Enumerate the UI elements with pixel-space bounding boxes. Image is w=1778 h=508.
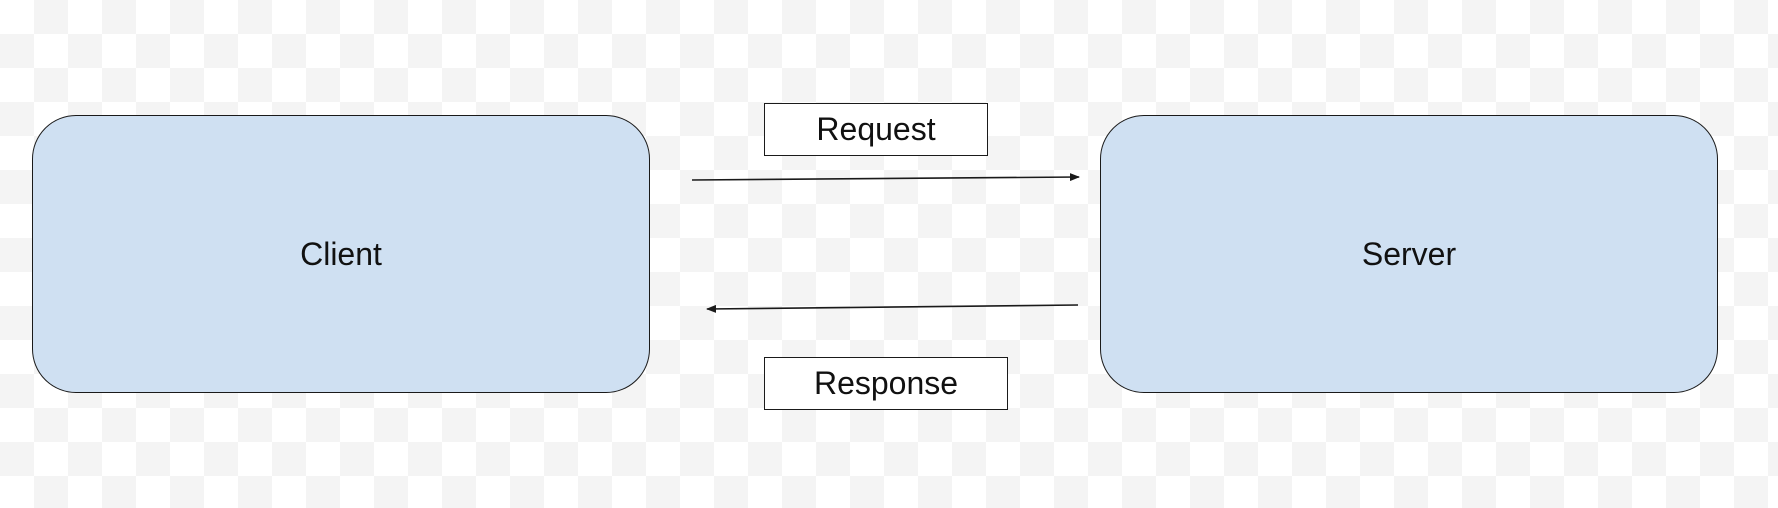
- server-node: Server: [1100, 115, 1718, 393]
- response-label-box: Response: [764, 357, 1008, 410]
- client-node: Client: [32, 115, 650, 393]
- response-label: Response: [813, 365, 959, 401]
- request-arrow: [691, 173, 1080, 182]
- request-label: Request: [816, 111, 936, 147]
- response-arrow: [706, 304, 1079, 313]
- request-label-box: Request: [764, 103, 988, 156]
- server-label: Server: [1361, 235, 1457, 272]
- client-label: Client: [300, 235, 382, 272]
